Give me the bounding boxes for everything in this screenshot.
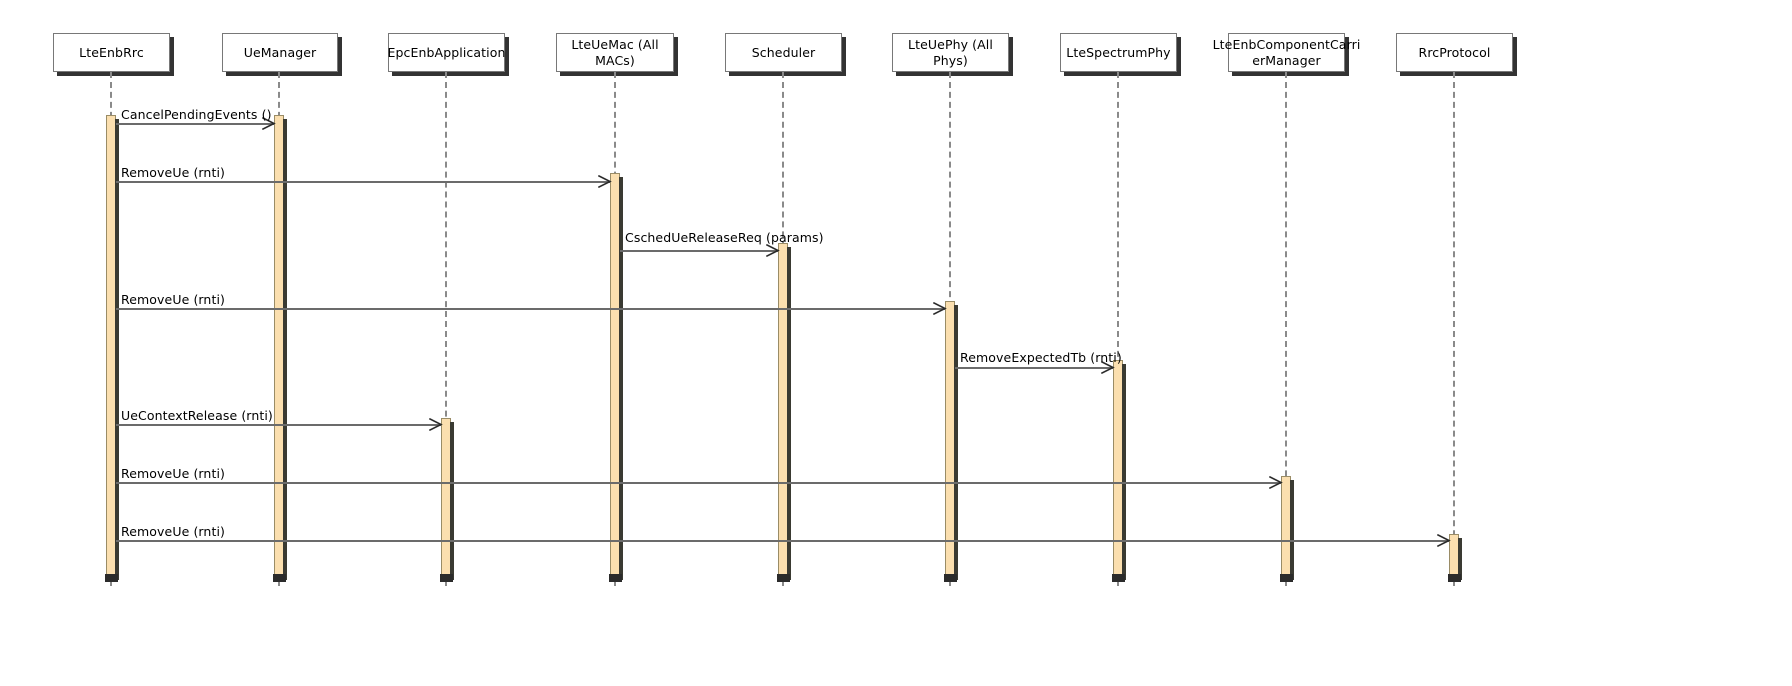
activation-shadow [283,119,287,580]
message-line-m5 [955,367,1113,369]
lifeline-lte-spectrum-phy [1117,72,1119,586]
message-label-m3: CschedUeReleaseReq (params) [625,230,824,245]
message-line-m8 [116,540,1449,542]
participant-lte-enb-rrc[interactable]: LteEnbRrc [53,33,174,76]
message-label-m8: RemoveUe (rnti) [121,524,226,539]
participant-box[interactable]: LteEnbRrc [53,33,170,72]
message-line-m3 [620,250,778,252]
participant-label: LteSpectrumPhy [1066,44,1171,60]
participant-box[interactable]: Scheduler [725,33,842,72]
participant-lte-ue-phy[interactable]: LteUePhy (All Phys) [892,33,1013,76]
participant-box[interactable]: UeManager [222,33,338,72]
lifeline-terminator-lte-enb-rrc [105,574,118,582]
participant-label: RrcProtocol [1418,44,1491,60]
participant-label: LteEnbComponentCarri erManager [1212,36,1361,68]
participant-label: LteUePhy (All Phys) [908,36,993,68]
activation-bar-ue-manager [274,115,287,580]
activation-bar-lte-enb-ccm [1281,476,1294,580]
activation-bar-epc-enb-application [441,418,454,580]
activation-shadow [954,305,958,580]
lifeline-epc-enb-application [445,72,447,586]
participant-epc-enb-application[interactable]: EpcEnbApplication [388,33,509,76]
message-label-m2: RemoveUe (rnti) [121,165,226,180]
activation-shadow [1290,480,1294,580]
activation-shadow [450,422,454,580]
lifeline-terminator-epc-enb-application [440,574,453,582]
lifeline-terminator-rrc-protocol [1448,574,1461,582]
activation-bar-lte-ue-phy [945,301,958,580]
activation-bar-lte-enb-rrc [106,115,119,580]
lifeline-rrc-protocol [1453,72,1455,586]
participant-ue-manager[interactable]: UeManager [222,33,342,76]
lifeline-terminator-lte-ue-phy [944,574,957,582]
message-line-m4 [116,308,945,310]
participant-label: LteEnbRrc [79,44,144,60]
participant-box[interactable]: RrcProtocol [1396,33,1513,72]
participant-label: LteUeMac (All MACs) [571,36,659,68]
activation-bar-lte-spectrum-phy [1113,360,1126,580]
message-label-m6: UeContextRelease (rnti) [121,408,273,423]
participant-scheduler[interactable]: Scheduler [725,33,846,76]
participant-lte-spectrum-phy[interactable]: LteSpectrumPhy [1060,33,1181,76]
participant-box[interactable]: LteSpectrumPhy [1060,33,1177,72]
message-label-m4: RemoveUe (rnti) [121,292,226,307]
message-line-m6 [116,424,441,426]
participant-label: EpcEnbApplication [387,44,506,60]
message-label-m5: RemoveExpectedTb (rnti) [960,350,1122,365]
participant-box[interactable]: EpcEnbApplication [388,33,505,72]
participant-box[interactable]: LteUePhy (All Phys) [892,33,1009,72]
activation-shadow [115,119,119,580]
lifeline-terminator-scheduler [777,574,790,582]
message-label-m1: CancelPendingEvents () [121,107,272,122]
message-line-m7 [116,482,1281,484]
message-line-m1 [116,123,274,125]
activation-shadow [787,247,791,580]
lifeline-terminator-lte-spectrum-phy [1112,574,1125,582]
participant-label: Scheduler [751,44,816,60]
participant-box[interactable]: LteEnbComponentCarri erManager [1213,33,1360,72]
activation-bar-lte-ue-mac [610,173,623,580]
activation-shadow [619,177,623,580]
message-label-m7: RemoveUe (rnti) [121,466,226,481]
lifeline-terminator-lte-ue-mac [609,574,622,582]
lifeline-terminator-lte-enb-ccm [1280,574,1293,582]
activation-bar-scheduler [778,243,791,580]
activation-shadow [1458,538,1462,580]
lifeline-lte-enb-ccm [1285,72,1287,586]
activation-shadow [1122,364,1126,580]
message-line-m2 [116,181,610,183]
participant-box[interactable]: LteUeMac (All MACs) [556,33,674,72]
participant-rrc-protocol[interactable]: RrcProtocol [1396,33,1517,76]
lifeline-terminator-ue-manager [273,574,286,582]
participant-label: UeManager [243,44,317,60]
participant-lte-enb-ccm[interactable]: LteEnbComponentCarri erManager [1213,33,1360,76]
participant-lte-ue-mac[interactable]: LteUeMac (All MACs) [556,33,678,76]
